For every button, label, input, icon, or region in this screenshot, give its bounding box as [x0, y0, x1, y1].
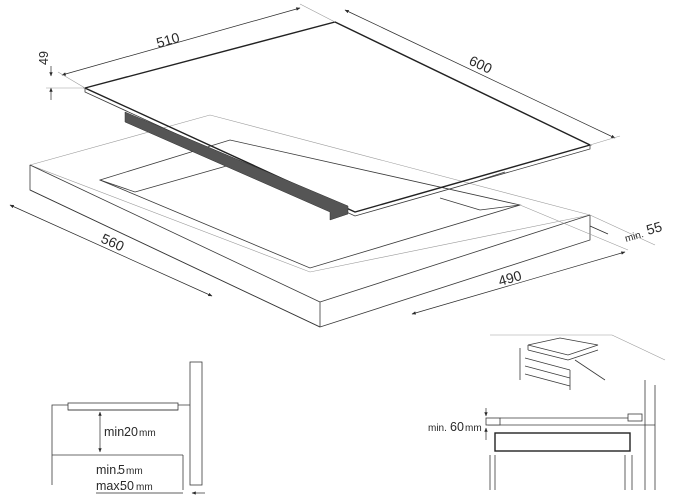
- worktop-max-label: max.: [96, 479, 123, 493]
- thickness-label: 49: [37, 51, 51, 65]
- worktop-max-unit: mm: [136, 482, 153, 493]
- dim-cutout-490: 490: [411, 204, 629, 315]
- cutout-depth-label: 490: [496, 267, 523, 289]
- left-min-unit: mm: [139, 428, 156, 439]
- dim-thickness-49: 49: [37, 51, 85, 100]
- right-min-label: min.: [428, 423, 447, 434]
- width-label: 510: [154, 29, 181, 51]
- left-min-value: 20: [124, 425, 138, 439]
- hob-panel: [82, 21, 592, 221]
- section-left: min. 20 mm min. 5 mm max. 50 mm: [51, 361, 205, 495]
- left-min-label: min.: [104, 425, 128, 439]
- worktop-block: [29, 114, 591, 328]
- depth-label: 600: [467, 52, 495, 76]
- front-gap-min-label: min.: [624, 229, 645, 245]
- dim-front-gap-55: min. 55: [589, 214, 664, 246]
- worktop-max-value: 50: [120, 479, 134, 493]
- worktop-min-label: min.: [96, 463, 120, 477]
- right-min-value: 60: [450, 420, 464, 434]
- dim-cutout-560: 560: [9, 204, 213, 297]
- dim-width-510: 510: [57, 3, 336, 89]
- worktop-min-value: 5: [118, 463, 125, 477]
- cutout-opening: [98, 139, 522, 269]
- right-min-unit: mm: [465, 423, 482, 434]
- dim-depth-600: 600: [344, 9, 621, 146]
- front-gap-value: 55: [644, 218, 664, 238]
- section-right: min. 60 mm: [428, 334, 666, 490]
- worktop-min-unit: mm: [126, 466, 143, 477]
